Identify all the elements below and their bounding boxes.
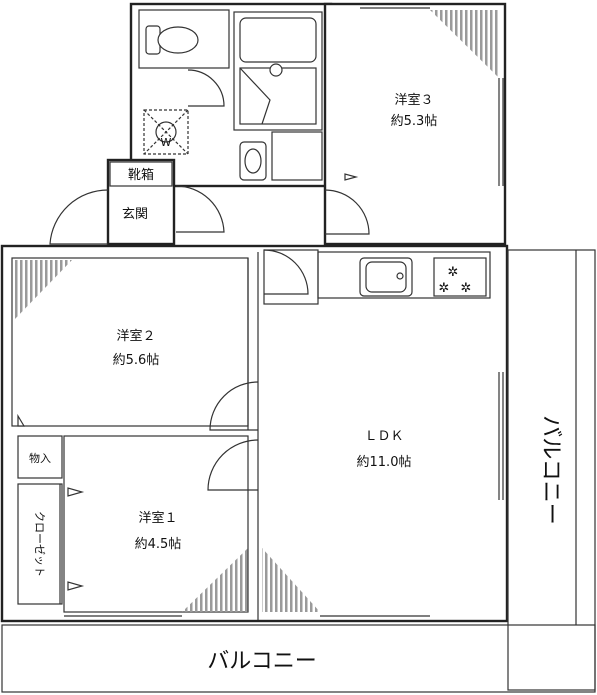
- western2-hatch: [14, 260, 72, 320]
- toilet-fixture: [145, 25, 199, 55]
- svg-text:✲: ✲: [448, 265, 459, 280]
- bathroom: [233, 11, 323, 131]
- western3-hatch: [430, 10, 499, 78]
- ldk-size: 約11.0帖: [357, 455, 412, 470]
- entrance-wall: [106, 158, 176, 246]
- stove: ✲ ✲ ✲: [433, 257, 487, 297]
- washer-area: [143, 109, 189, 155]
- balcony-bottom-label: バルコニー: [207, 649, 317, 674]
- entrance-label: 玄関: [122, 207, 148, 222]
- balcony-side-label: バルコニー: [538, 415, 563, 525]
- svg-text:✲: ✲: [461, 281, 472, 296]
- western3-name: 洋室３: [394, 92, 433, 108]
- storage-label: 物入: [29, 451, 51, 465]
- ldk-name: ＬＤＫ: [364, 429, 403, 444]
- western1-name: 洋室１: [138, 510, 177, 526]
- storage: [17, 435, 63, 479]
- ldk-hatch: [262, 548, 320, 612]
- svg-text:✲: ✲: [439, 281, 450, 296]
- western1-hatch: [182, 548, 248, 612]
- closet: [17, 483, 63, 605]
- outer-wall: [0, 244, 509, 623]
- shoe-box: [109, 161, 173, 187]
- closet-label: クローゼット: [33, 511, 46, 577]
- balcony-right: [507, 249, 596, 691]
- western1-size: 約4.5帖: [135, 537, 182, 552]
- shoe-box-label: 靴箱: [128, 167, 154, 183]
- toilet-room: [138, 9, 230, 69]
- western1-room: [63, 435, 249, 613]
- western2-name: 洋室２: [116, 328, 155, 344]
- western3-size: 約5.3帖: [391, 114, 438, 129]
- kitchen-counter: [317, 251, 491, 299]
- washer-mark: W: [161, 136, 172, 149]
- western2-size: 約5.6帖: [113, 353, 160, 368]
- entrance-door: [49, 189, 109, 245]
- bathtub: [239, 17, 317, 63]
